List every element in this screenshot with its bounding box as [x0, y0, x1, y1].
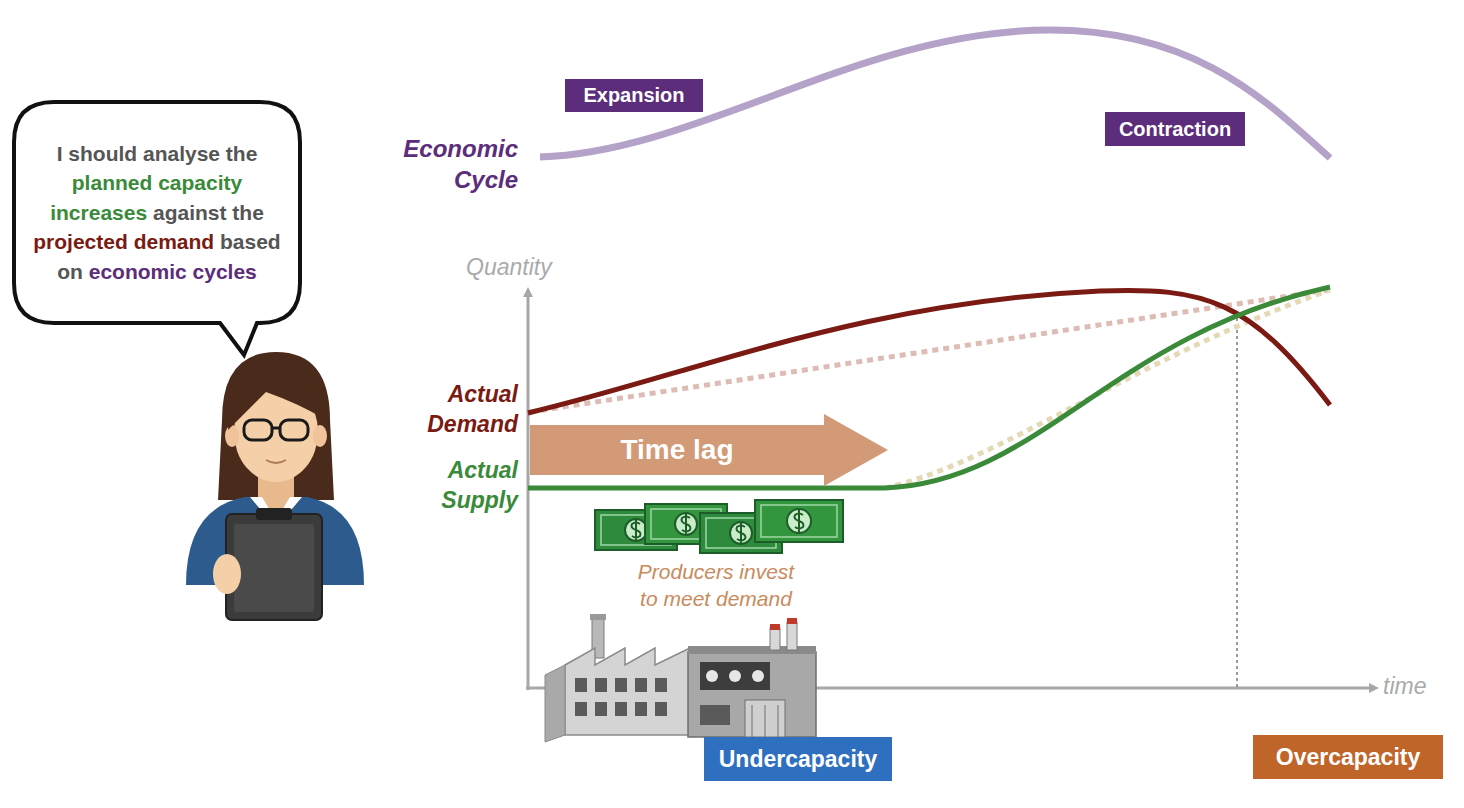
actual-demand-curve [528, 290, 1330, 413]
box-label: Overcapacity [1276, 744, 1420, 771]
annotation-note: Producers invest to meet demand [630, 558, 802, 613]
factory-illustration [595, 678, 607, 692]
factory-illustration [635, 702, 647, 716]
speech-text-run: I should analyse the [57, 142, 258, 165]
crossover-line [1236, 312, 1238, 688]
factory-illustration [655, 702, 667, 716]
analyst-figure [225, 425, 239, 447]
factory-illustration [655, 678, 667, 692]
factory-illustration [615, 702, 627, 716]
analyst-figure [313, 425, 327, 447]
money-bills [737, 523, 746, 543]
axis-label: Quantity [466, 253, 596, 283]
speech-text-run: projected demand [33, 230, 214, 253]
factory-illustration [700, 705, 730, 725]
factory-illustration [787, 618, 797, 624]
state-label-box: Overcapacity [1253, 735, 1443, 779]
analyst-figure [256, 508, 292, 520]
series-label: Actual Demand [388, 380, 518, 440]
time-lag-arrow: Time lag [530, 414, 888, 486]
factory-illustration [752, 705, 753, 737]
analyst-figure [244, 420, 272, 440]
analyst-figure [228, 368, 326, 430]
factory-illustration [706, 670, 718, 682]
speech-text: I should analyse the planned capacity in… [30, 114, 284, 311]
axis-label: time [1383, 672, 1453, 702]
phase-label-box: Expansion [565, 79, 703, 112]
money-bills [761, 505, 837, 537]
factory-illustration [565, 648, 690, 735]
arrow-label: Time lag [530, 414, 824, 486]
series-label: Actual Supply [388, 456, 518, 516]
factory-illustration [765, 705, 766, 737]
state-label-box: Undercapacity [704, 737, 892, 781]
factory-illustration [752, 670, 764, 682]
factory-illustration [635, 678, 647, 692]
money-bills [755, 500, 843, 542]
factory-illustration [770, 624, 780, 630]
factory-illustration [729, 670, 741, 682]
box-label: Expansion [583, 84, 684, 107]
economic-cycle-curve [540, 30, 1330, 158]
factory-illustration [770, 628, 780, 650]
phase-label-box: Contraction [1105, 112, 1245, 146]
quantity-axis [527, 292, 530, 690]
factory-illustration [778, 705, 779, 737]
speech-bubble-outline [14, 102, 300, 355]
money-bills [682, 514, 691, 534]
money-bills [795, 510, 804, 532]
analyst-figure [213, 554, 241, 594]
factory-illustration [575, 702, 587, 716]
axis-title: Economic Cycle [385, 133, 518, 195]
factory-illustration [615, 678, 627, 692]
money-bills [675, 513, 697, 535]
money-bills [755, 500, 843, 542]
factory-illustration [787, 622, 797, 650]
actual-supply-curve [528, 287, 1330, 488]
money-bills [787, 509, 811, 533]
factory-illustration [688, 652, 816, 737]
time-lag-arrow-shape [530, 414, 888, 486]
factory-illustration [575, 678, 587, 692]
analyst-figure [186, 352, 364, 620]
analyst-figure [272, 427, 280, 430]
speech-bubble-outline [12, 100, 302, 360]
speech-text-run: economic cycles [89, 260, 257, 283]
speech-paragraph: I should analyse the planned capacity in… [30, 139, 284, 286]
factory-illustration [700, 662, 770, 690]
analyst-figure [218, 352, 334, 500]
box-label: Undercapacity [719, 746, 878, 773]
factory-illustration [545, 614, 816, 742]
money-bills [632, 520, 641, 540]
factory-illustration [590, 614, 606, 620]
money-bills [595, 500, 843, 553]
factory-illustration [595, 702, 607, 716]
speech-bubble: I should analyse the planned capacity in… [12, 100, 302, 325]
analyst-figure [226, 514, 322, 620]
box-label: Contraction [1119, 118, 1231, 141]
factory-illustration [545, 665, 565, 742]
money-bills [730, 522, 752, 544]
speech-text-run: against the [153, 201, 264, 224]
analyst-figure [266, 460, 286, 463]
money-bills [625, 519, 647, 541]
analyst-figure [234, 524, 314, 612]
factory-illustration [745, 700, 785, 737]
analyst-figure [280, 420, 308, 440]
